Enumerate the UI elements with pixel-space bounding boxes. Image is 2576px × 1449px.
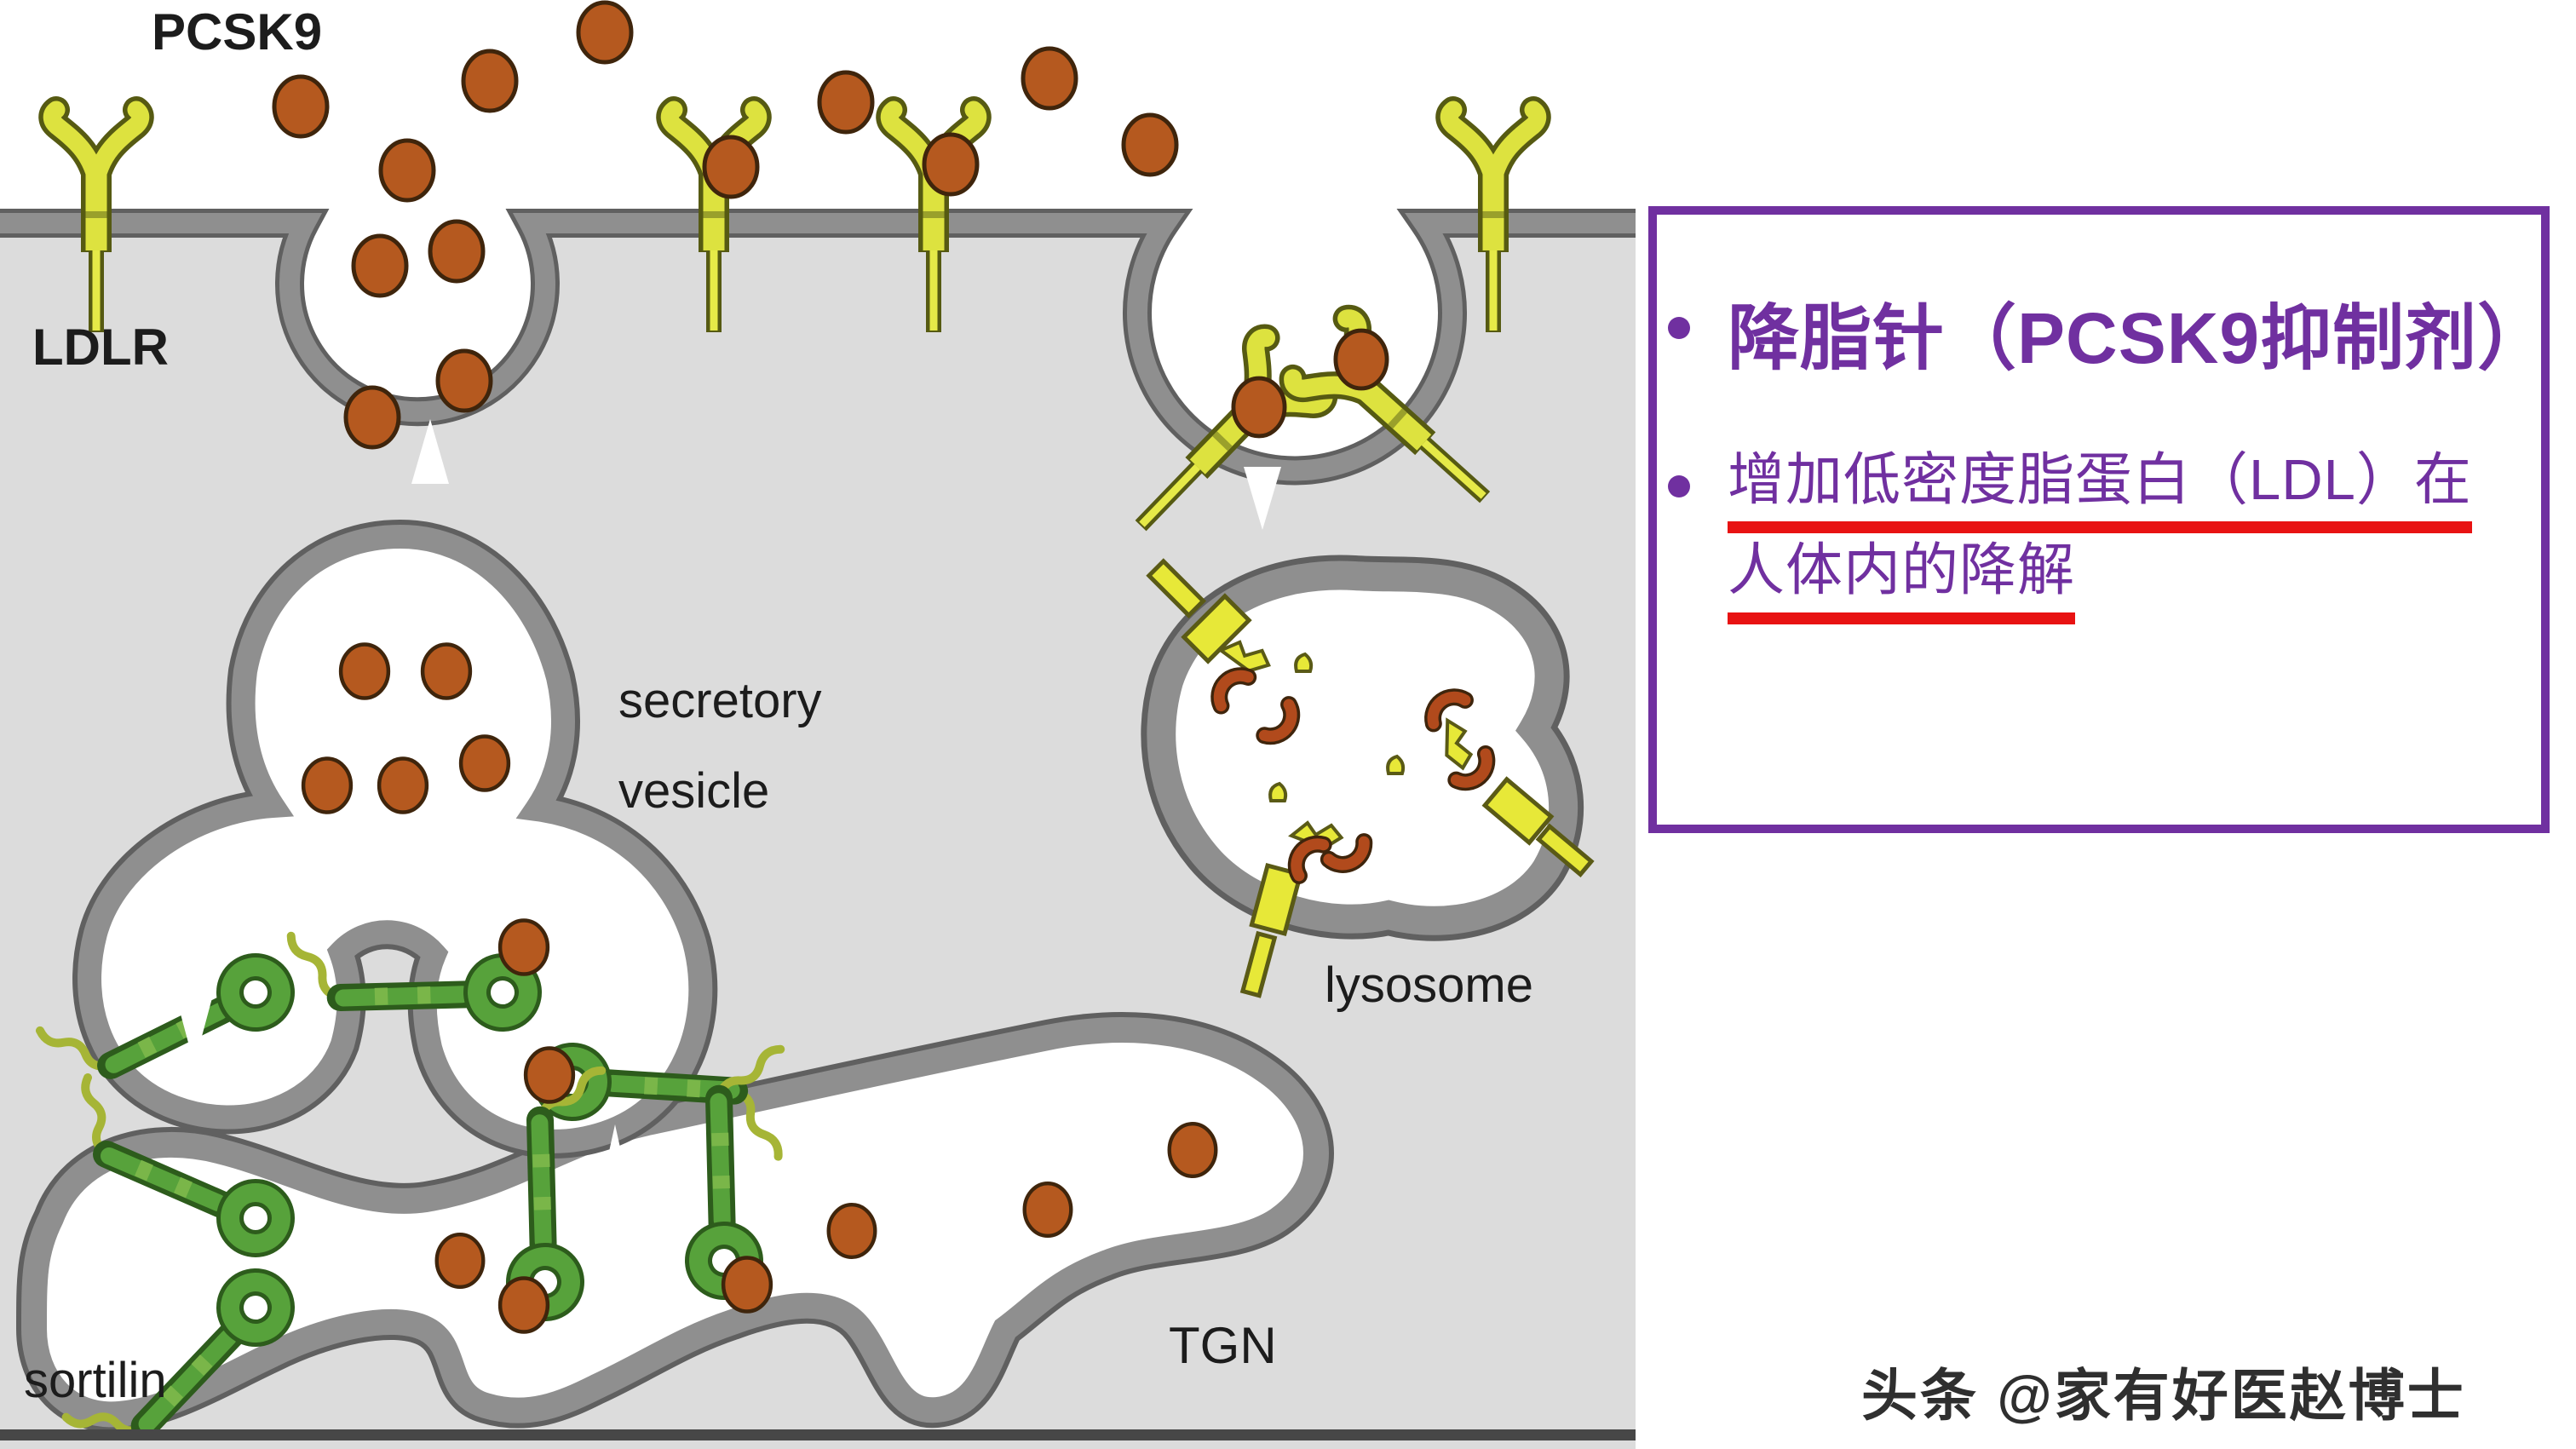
arrow-pit-to-lysosome xyxy=(1244,467,1281,530)
note-body: 增加低密度脂蛋白（LDL）在 人体内的降解 xyxy=(1728,449,2472,631)
arrow-vesicle-to-tgn xyxy=(175,995,213,1065)
diagram-bottom-border xyxy=(0,1429,1636,1440)
arrow-tgn-to-vesicle xyxy=(596,1124,634,1210)
watermark: 头条 @家有好医赵博士 xyxy=(1861,1364,2466,1427)
cell-diagram: PCSK9 LDLR secretory vesicle lysosome so… xyxy=(0,0,1636,1449)
label-pcsk9: PCSK9 xyxy=(152,3,322,60)
note-item-1: 降脂针（PCSK9抑制剂） xyxy=(1668,281,2549,384)
note-title: 降脂针（PCSK9抑制剂） xyxy=(1728,298,2550,378)
label-ldlr: LDLR xyxy=(32,319,169,376)
label-secretory-line1: secretory xyxy=(618,673,822,728)
lysosome-receptor-remnants xyxy=(1146,558,1595,998)
arrow-vesicle-to-membrane xyxy=(411,419,449,484)
bullet-dot xyxy=(1668,317,1690,339)
note-item-2: 增加低密度脂蛋白（LDL）在 人体内的降解 xyxy=(1668,449,2537,631)
note-body-line1: 增加低密度脂蛋白（LDL）在 xyxy=(1728,449,2472,534)
annotation-box xyxy=(1648,206,2550,833)
label-sortilin: sortilin xyxy=(24,1353,167,1408)
trafficking-arrows xyxy=(175,419,1281,1210)
label-lysosome: lysosome xyxy=(1325,957,1533,1013)
label-tgn: TGN xyxy=(1169,1317,1277,1374)
tgn-organelle xyxy=(34,1030,1316,1414)
note-body-line2: 人体内的降解 xyxy=(1728,540,2075,624)
bullet-dot xyxy=(1668,475,1690,497)
label-secretory-line2: vesicle xyxy=(618,763,769,819)
